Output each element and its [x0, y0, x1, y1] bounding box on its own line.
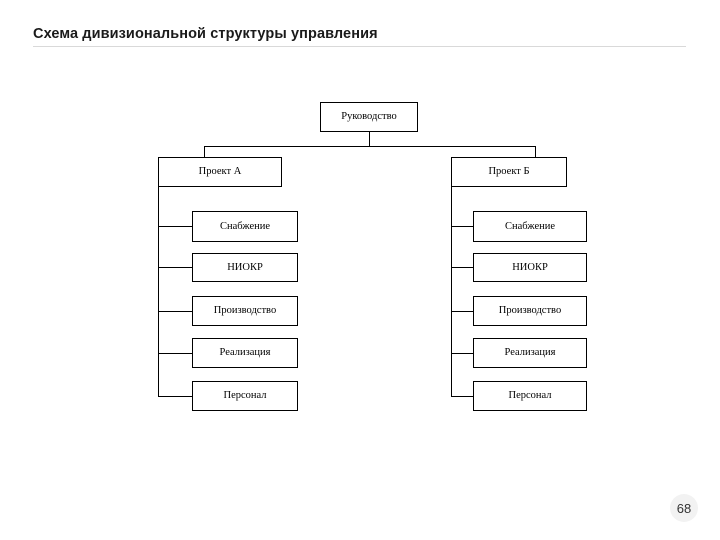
node-branch-b: Проект Б — [451, 157, 567, 187]
connector-a-child-2 — [158, 267, 192, 268]
node-label: Снабжение — [219, 220, 271, 232]
connector-branch-a-spine — [158, 187, 159, 396]
node-label: НИОКР — [227, 261, 263, 273]
connector-branch-a-drop — [204, 146, 205, 157]
node-label: Реализация — [219, 347, 271, 359]
node-label: Производство — [498, 305, 562, 317]
connector-b-child-4 — [451, 353, 473, 354]
node-label: Персонал — [508, 390, 552, 402]
connector-a-child-4 — [158, 353, 192, 354]
node-a-child-4: Реализация — [192, 338, 298, 368]
node-branch-a: Проект А — [158, 157, 282, 187]
node-label: Руководство — [341, 111, 397, 123]
node-label: Проект А — [198, 166, 242, 178]
node-root: Руководство — [320, 102, 418, 132]
page-title: Схема дивизиональной структуры управлени… — [33, 26, 378, 42]
title-divider — [33, 46, 686, 47]
node-label: НИОКР — [512, 261, 548, 273]
node-label: Проект Б — [488, 166, 530, 178]
node-a-child-5: Персонал — [192, 381, 298, 411]
node-b-child-3: Производство — [473, 296, 587, 326]
connector-root-stem — [369, 132, 370, 146]
node-a-child-3: Производство — [192, 296, 298, 326]
connector-a-child-1 — [158, 226, 192, 227]
node-b-child-5: Персонал — [473, 381, 587, 411]
page-number-badge: 68 — [670, 494, 698, 522]
connector-root-bus — [204, 146, 535, 147]
connector-b-child-1 — [451, 226, 473, 227]
connector-branch-b-drop — [535, 146, 536, 157]
connector-b-child-3 — [451, 311, 473, 312]
node-a-child-1: Снабжение — [192, 211, 298, 242]
connector-a-child-3 — [158, 311, 192, 312]
connector-b-child-5 — [451, 396, 473, 397]
node-b-child-1: Снабжение — [473, 211, 587, 242]
node-b-child-2: НИОКР — [473, 253, 587, 282]
node-b-child-4: Реализация — [473, 338, 587, 368]
node-label: Реализация — [504, 347, 556, 359]
node-a-child-2: НИОКР — [192, 253, 298, 282]
connector-branch-b-spine — [451, 187, 452, 396]
connector-a-child-5 — [158, 396, 192, 397]
node-label: Производство — [213, 305, 277, 317]
node-label: Персонал — [223, 390, 267, 402]
node-label: Снабжение — [504, 220, 556, 232]
connector-b-child-2 — [451, 267, 473, 268]
